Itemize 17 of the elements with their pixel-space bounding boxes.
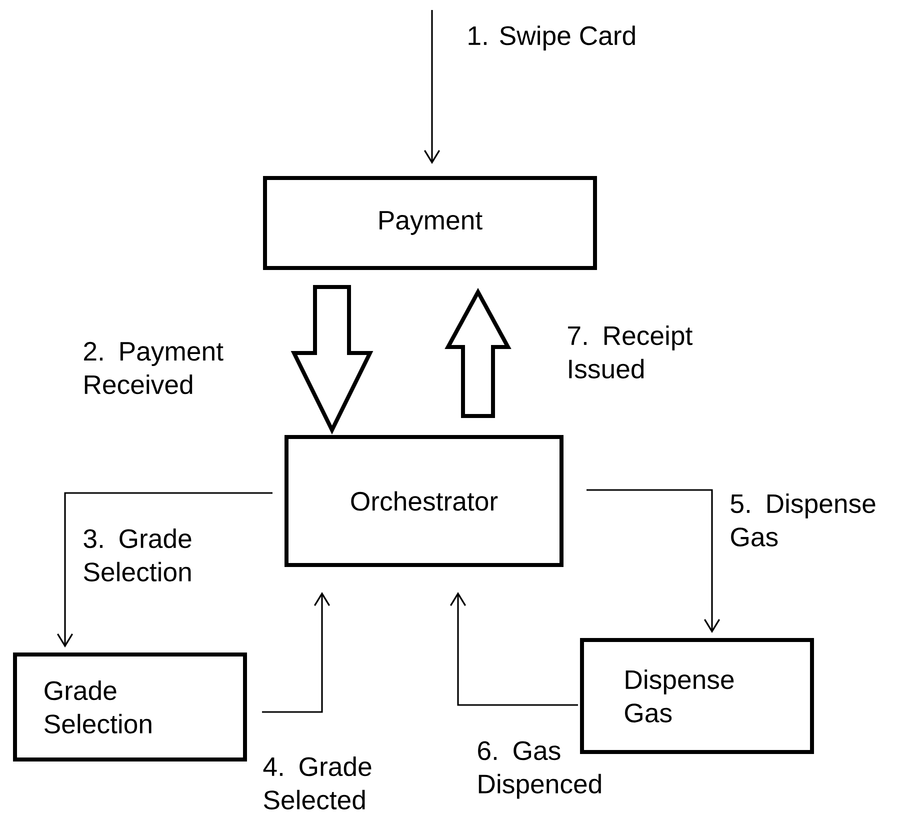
arrow	[586, 489, 720, 633]
edge-label: 3. Grade Selection	[84, 528, 192, 582]
edge-label: 5. Dispense Gas	[730, 494, 876, 546]
block-arrow	[290, 285, 374, 435]
arrow	[450, 592, 578, 706]
edge-label: 2. Payment Received	[84, 342, 224, 394]
process-box: Orchestrator	[284, 435, 564, 567]
arrow	[57, 492, 272, 648]
edge-label: 1. Swipe Card	[468, 26, 635, 50]
block-arrow	[444, 288, 512, 418]
process-box: Grade Selection	[13, 652, 247, 762]
edge-label: 7. Receipt Issued	[568, 326, 692, 378]
process-box: Payment	[263, 176, 597, 270]
edge-label: 4. Grade Selected	[263, 756, 372, 810]
process-box: Dispense Gas	[580, 638, 814, 754]
arrow	[262, 592, 330, 713]
arrow	[424, 10, 440, 164]
